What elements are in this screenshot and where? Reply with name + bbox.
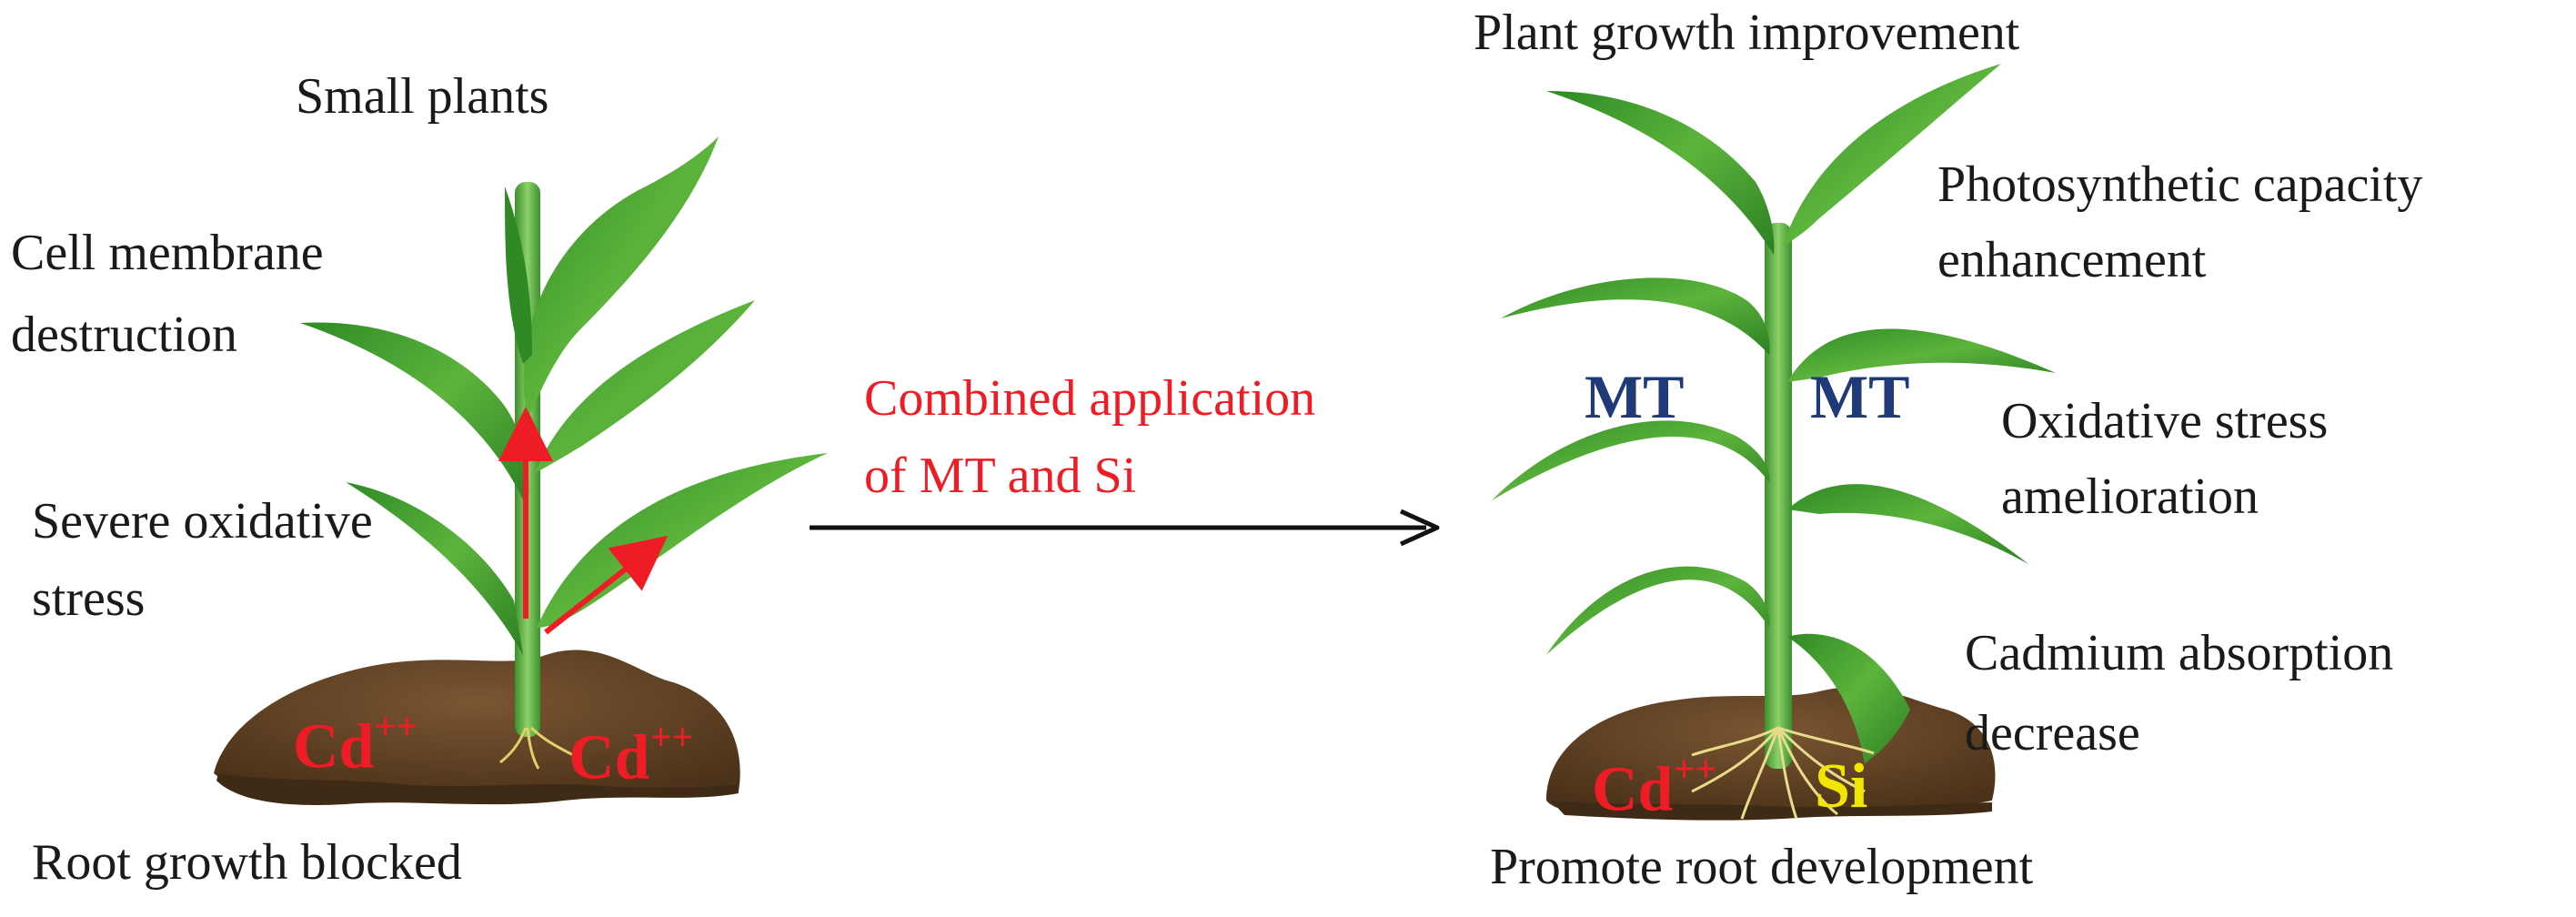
left-diag-arrow [544, 535, 669, 635]
cadmium-decrease-label-line1: Cadmium absorption [1965, 625, 2394, 681]
mt-label-right: MT [1810, 362, 1910, 431]
right-plant [1492, 64, 2056, 821]
small-plants-label: Small plants [296, 68, 549, 125]
left-plant [214, 136, 828, 805]
treatment-label-line1: Combined application [864, 370, 1316, 427]
left-leaf-right-mid [535, 300, 755, 473]
right-leaf-low-left [1546, 566, 1770, 655]
severe-oxidative-label-line2: stress [32, 570, 146, 627]
right-leaf-mid-right [1787, 484, 2028, 564]
left-leaf-left-lower [346, 482, 523, 655]
left-leaf-left-upper [300, 322, 529, 509]
oxidative-amelioration-label-line2: amelioration [2001, 469, 2259, 525]
right-cd-ion: Cd++ [1592, 749, 1717, 825]
right-leaf-upper-left [1501, 277, 1770, 355]
cadmium-decrease-label-line2: decrease [1965, 705, 2140, 761]
left-soil [214, 650, 740, 800]
treatment-label-line2: of MT and Si [864, 448, 1137, 504]
right-leaf-low-right [1787, 633, 1910, 764]
cell-membrane-label-line1: Cell membrane [11, 225, 324, 281]
oxidative-amelioration-label-line1: Oxidative stress [2001, 393, 2329, 449]
mt-label-left: MT [1585, 362, 1685, 431]
right-roots [1691, 726, 1875, 820]
right-leaf-upper-right [1787, 328, 2056, 382]
root-growth-blocked-label: Root growth blocked [32, 834, 462, 891]
left-cd-ion-b: Cd++ [569, 717, 694, 793]
right-si-ion: Si [1815, 751, 1868, 821]
cell-membrane-label-line2: destruction [11, 307, 237, 363]
left-leaf-top [523, 136, 719, 418]
treatment-arrowhead [1399, 509, 1440, 547]
promote-root-label: Promote root development [1490, 839, 2034, 895]
plant-growth-label: Plant growth improvement [1474, 5, 2020, 61]
severe-oxidative-label-line1: Severe oxidative [32, 493, 373, 549]
right-stem [1765, 223, 1792, 769]
right-leaf-top-right [1783, 64, 2001, 246]
left-cd-ion-a: Cd++ [293, 706, 418, 782]
right-leaf-top-left [1546, 91, 1775, 255]
right-leaf-mid-left [1492, 420, 1770, 500]
photosynthesis-label-line2: enhancement [1937, 232, 2207, 288]
left-leaf-top-small [505, 186, 532, 364]
photosynthesis-label-line1: Photosynthetic capacity [1937, 156, 2423, 213]
